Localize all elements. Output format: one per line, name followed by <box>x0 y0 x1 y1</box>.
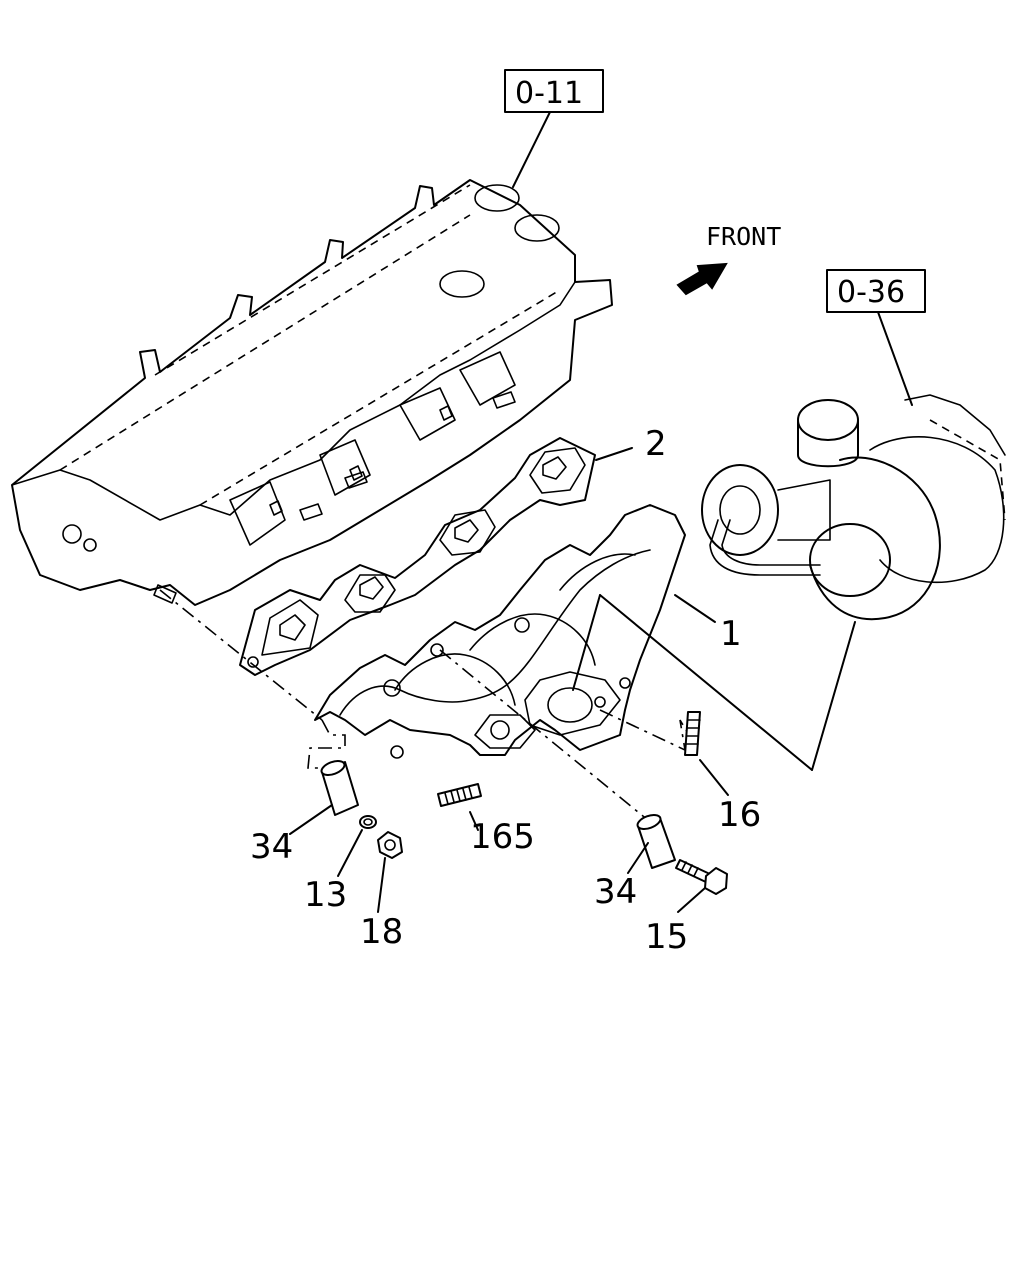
turbocharger-reference-text: 0-36 <box>837 275 905 310</box>
cylinder-head-reference[interactable]: 0-11 <box>504 69 604 113</box>
turbocharger-drawing <box>701 394 1006 621</box>
cylinder-head-reference-text: 0-11 <box>515 76 583 111</box>
exhaust-manifold-drawing <box>314 504 686 759</box>
callout-leaders <box>289 447 856 913</box>
callout-18: 18 <box>360 912 403 952</box>
exhaust-gasket-drawing <box>239 437 596 676</box>
turbocharger-reference[interactable]: 0-36 <box>826 269 926 313</box>
assembly-centerlines <box>159 589 696 831</box>
callout-15: 15 <box>645 917 688 957</box>
front-label: FRONT <box>706 222 781 251</box>
callout-13: 13 <box>304 875 347 915</box>
callout-2: 2 <box>645 424 667 464</box>
callout-16: 16 <box>718 795 761 835</box>
callout-34-right: 34 <box>594 872 637 912</box>
turbocharger-leader <box>877 311 913 406</box>
callout-1: 1 <box>720 614 742 654</box>
small-parts-drawing <box>320 711 728 895</box>
callout-labels: 2 1 16 165 34 13 18 34 15 <box>250 424 761 957</box>
front-arrow-icon <box>676 262 728 296</box>
cylinder-head-drawing <box>11 179 613 606</box>
callout-165: 165 <box>470 817 535 857</box>
callout-34-left: 34 <box>250 827 293 867</box>
cylinder-head-leader <box>512 111 551 188</box>
front-direction-indicator: FRONT <box>676 222 781 296</box>
